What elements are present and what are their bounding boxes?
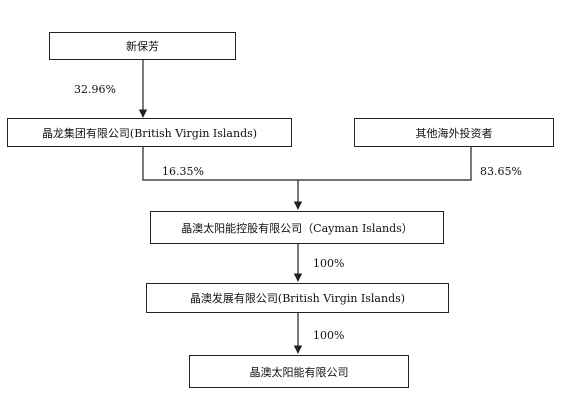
pct-development-to-solar: 100% — [313, 329, 345, 342]
node-xin-baofang: 新保芳 — [49, 32, 236, 60]
edge-others-to-merge — [298, 147, 472, 181]
pct-xin-to-jinglong: 32.96% — [74, 83, 116, 96]
pct-others-to-holdings: 83.65% — [480, 165, 522, 178]
node-ja-solar: 晶澳太阳能有限公司 — [189, 355, 409, 388]
node-ja-development: 晶澳发展有限公司(British Virgin Islands) — [146, 283, 449, 313]
pct-holdings-to-development: 100% — [313, 257, 345, 270]
pct-jinglong-to-holdings: 16.35% — [162, 165, 204, 178]
node-other-overseas-investors: 其他海外投资者 — [354, 118, 554, 147]
edge-jinglong-to-merge — [142, 147, 298, 181]
node-ja-solar-holdings: 晶澳太阳能控股有限公司（Cayman Islands） — [150, 211, 444, 244]
node-jinglong-group: 晶龙集团有限公司(British Virgin Islands) — [7, 118, 292, 147]
